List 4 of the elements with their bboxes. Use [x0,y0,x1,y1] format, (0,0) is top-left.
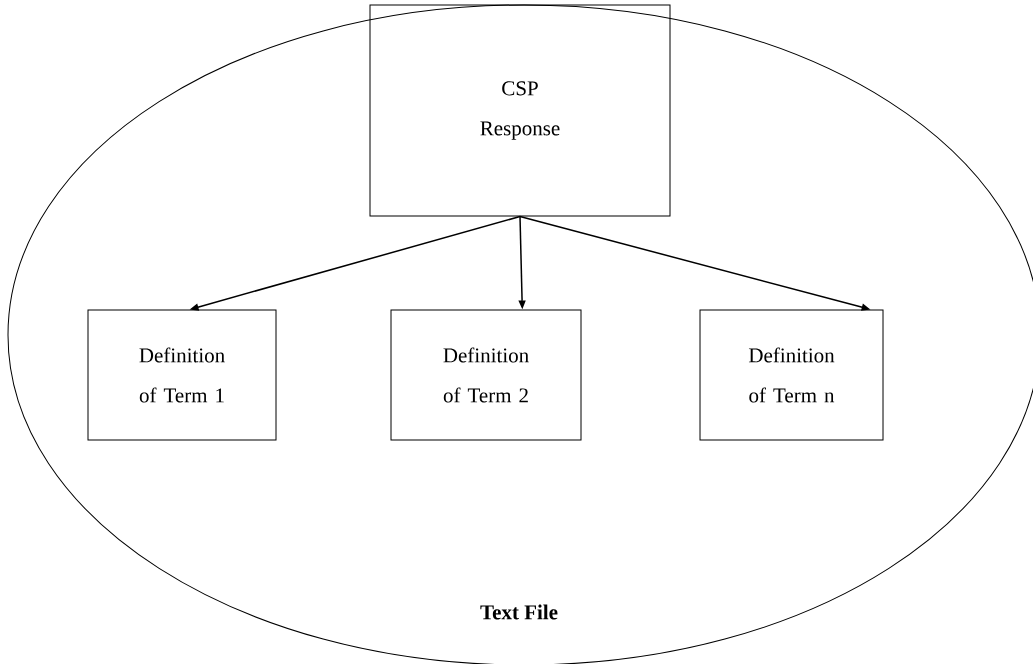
text-box: Definition of Term n [699,309,884,441]
text-box: Definition of Term 2 [390,309,582,441]
text-box: CSP Response [369,4,671,217]
text-box: Definition of Term 1 [87,309,277,441]
